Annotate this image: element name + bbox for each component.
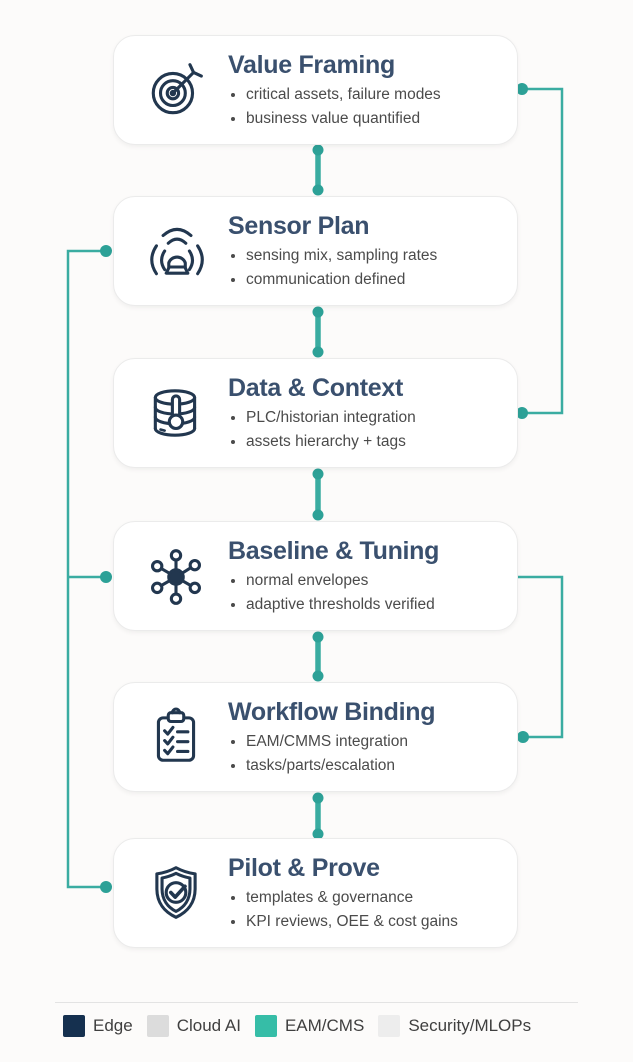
- cloud-ai-color-swatch: [146, 1015, 169, 1037]
- step-connectors: [312, 144, 324, 840]
- bullet-item: templates & governance: [246, 886, 503, 910]
- step-title: Sensor Plan: [228, 211, 370, 240]
- step-bullets: sensing mix, sampling rates communicatio…: [228, 244, 503, 292]
- right-bracket-top: [516, 83, 564, 419]
- step-title: Data & Context: [228, 373, 403, 402]
- bullet-item: assets hierarchy + tags: [246, 430, 503, 454]
- edge-color-swatch: [63, 1015, 85, 1037]
- bullet-item: tasks/parts/escalation: [246, 754, 503, 778]
- bullet-item: normal envelopes: [246, 569, 503, 593]
- step-title: Baseline & Tuning: [228, 536, 440, 565]
- step-bullets: EAM/CMMS integration tasks/parts/escalat…: [228, 730, 503, 778]
- shield-check-icon: [136, 862, 216, 924]
- siren-signal-icon: [136, 220, 216, 282]
- bullet-item: business value quantified: [246, 107, 503, 131]
- security-mlops-color-swatch: [378, 1015, 401, 1037]
- step-title: Pilot & Prove: [228, 853, 380, 882]
- legend-item-eam-cms: EAM/CMS: [254, 1015, 365, 1037]
- checklist-clipboard-icon: [136, 706, 216, 768]
- step-bullets: templates & governance KPI reviews, OEE …: [228, 886, 503, 934]
- legend-label: EAM/CMS: [284, 1016, 365, 1035]
- bullet-item: communication defined: [246, 268, 503, 292]
- legend-label: Edge: [93, 1016, 133, 1035]
- legend-label: Security/MLOPs: [408, 1016, 532, 1035]
- target-icon: [136, 59, 216, 121]
- legend-item-cloud-ai: Cloud AI: [146, 1015, 241, 1037]
- step-card-baseline-tuning: Baseline & Tuning normal envelopes adapt…: [113, 521, 518, 631]
- legend-divider: [55, 1002, 578, 1003]
- left-rail: [66, 245, 112, 893]
- bullet-item: adaptive thresholds verified: [246, 593, 503, 617]
- legend-label: Cloud AI: [176, 1016, 241, 1035]
- bullet-item: PLC/historian integration: [246, 406, 503, 430]
- step-title: Value Framing: [228, 50, 395, 79]
- bullet-item: critical assets, failure modes: [246, 83, 503, 107]
- step-card-value-framing: Value Framing critical assets, failure m…: [113, 35, 518, 145]
- step-bullets: normal envelopes adaptive thresholds ver…: [228, 569, 503, 617]
- eam-cms-color-swatch: [254, 1015, 277, 1037]
- database-thermometer-icon: [136, 382, 216, 444]
- bullet-item: KPI reviews, OEE & cost gains: [246, 910, 503, 934]
- right-bracket-bottom: [517, 575, 564, 743]
- network-hub-icon: [136, 545, 216, 607]
- step-bullets: critical assets, failure modes business …: [228, 83, 503, 131]
- legend-item-security-mlops: Security/MLOPs: [378, 1015, 531, 1037]
- legend-item-edge: Edge: [63, 1015, 133, 1037]
- step-bullets: PLC/historian integration assets hierarc…: [228, 406, 503, 454]
- bullet-item: EAM/CMMS integration: [246, 730, 503, 754]
- step-title: Workflow Binding: [228, 697, 436, 726]
- step-card-workflow-binding: Workflow Binding EAM/CMMS integration ta…: [113, 682, 518, 792]
- bullet-item: sensing mix, sampling rates: [246, 244, 503, 268]
- step-card-data-context: Data & Context PLC/historian integration…: [113, 358, 518, 468]
- step-card-pilot-prove: Pilot & Prove templates & governance KPI…: [113, 838, 518, 948]
- step-card-sensor-plan: Sensor Plan sensing mix, sampling rates …: [113, 196, 518, 306]
- legend: Edge Cloud AI EAM/CMS Security/MLOPs: [63, 1015, 531, 1037]
